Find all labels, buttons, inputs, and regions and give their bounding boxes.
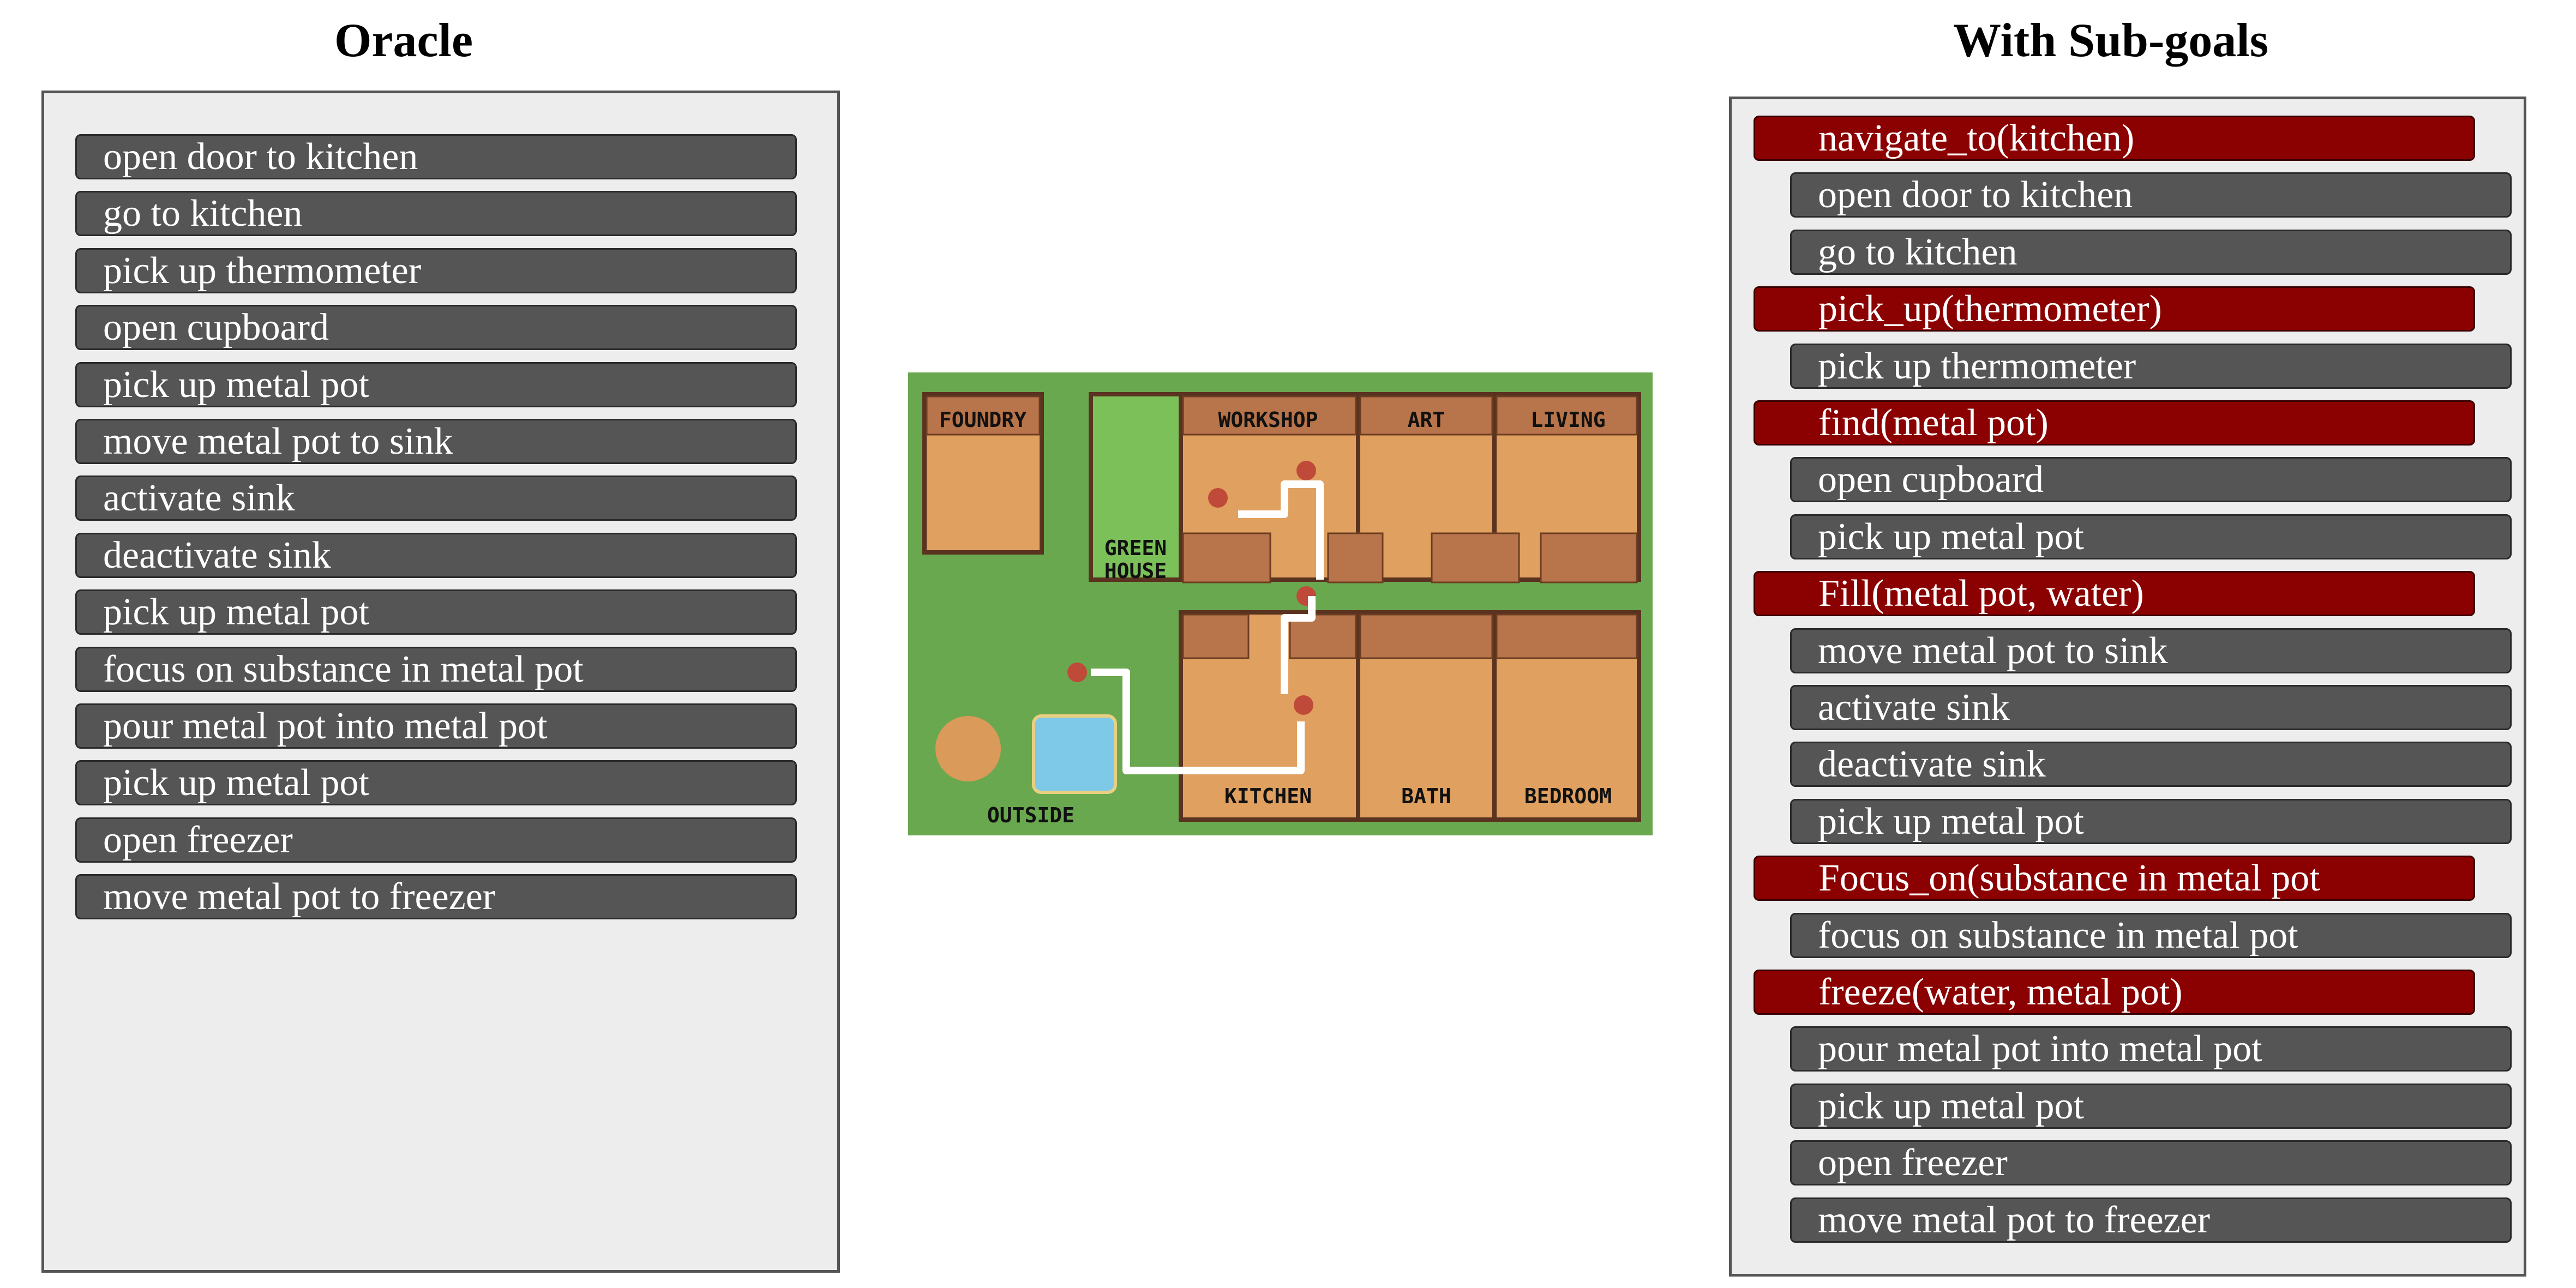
oracle-step: pick up metal pot	[75, 589, 797, 635]
oracle-title: Oracle	[334, 14, 473, 67]
wall-segment	[926, 395, 1041, 436]
greenhouse-room	[1089, 392, 1183, 582]
room-label-kitchen: KITCHEN	[1224, 784, 1312, 808]
room-label-workshop: WORKSHOP	[1218, 408, 1318, 432]
subgoal-step: find(metal pot)	[1754, 400, 2475, 446]
oracle-step: pick up thermometer	[75, 248, 797, 293]
oracle-step: open cupboard	[75, 305, 797, 351]
oracle-step: activate sink	[75, 476, 797, 521]
wall-segment	[1182, 613, 1250, 659]
room-label-bedroom: BEDROOM	[1524, 784, 1612, 808]
subgoal-step: freeze(water, metal pot)	[1754, 970, 2475, 1015]
subgoals-title: With Sub-goals	[1953, 14, 2268, 67]
room-label-art: ART	[1408, 408, 1445, 432]
outside-pond	[1032, 714, 1117, 794]
wall-segment	[1540, 532, 1638, 583]
action-step: pour metal pot into metal pot	[1790, 1026, 2512, 1072]
subgoal-step: navigate_to(kitchen)	[1754, 116, 2475, 161]
oracle-step: deactivate sink	[75, 532, 797, 578]
character-sprite	[1294, 695, 1313, 715]
oracle-step: pick up metal pot	[75, 760, 797, 806]
oracle-step: open freezer	[75, 817, 797, 863]
wall-segment	[1496, 395, 1638, 436]
room-label-outside: OUTSIDE	[987, 803, 1074, 827]
action-step: move metal pot to freezer	[1790, 1197, 2512, 1243]
wall-segment	[1289, 613, 1357, 659]
wall-segment	[1327, 532, 1384, 583]
wall-segment	[1182, 532, 1271, 583]
wall-segment	[1182, 395, 1357, 436]
action-step: focus on substance in metal pot	[1790, 912, 2512, 958]
action-step: go to kitchen	[1790, 229, 2512, 275]
oracle-step: open door to kitchen	[75, 134, 797, 179]
action-step: pick up thermometer	[1790, 343, 2512, 389]
action-step: open door to kitchen	[1790, 172, 2512, 218]
action-step: pick up metal pot	[1790, 514, 2512, 559]
wall-segment	[1359, 613, 1493, 659]
path-arrow	[1281, 596, 1316, 694]
room-label-foundry: FOUNDRY	[939, 408, 1026, 432]
action-step: move metal pot to sink	[1790, 628, 2512, 673]
room-label-living: LIVING	[1530, 408, 1605, 432]
action-step: open cupboard	[1790, 457, 2512, 503]
wall-segment	[1496, 613, 1638, 659]
room-label-bath: BATH	[1401, 784, 1451, 808]
path-arrow	[1238, 480, 1324, 580]
oracle-panel: open door to kitchen go to kitchen pick up…	[41, 91, 840, 1273]
wall-segment	[1431, 532, 1520, 583]
oracle-step: move metal pot to freezer	[75, 874, 797, 920]
character-sprite	[1067, 663, 1087, 682]
action-step: activate sink	[1790, 685, 2512, 730]
action-step: open freezer	[1790, 1140, 2512, 1186]
character-sprite	[1296, 461, 1316, 480]
outside-dirt-patch	[935, 716, 1001, 781]
oracle-step: pick up metal pot	[75, 362, 797, 407]
oracle-step: go to kitchen	[75, 191, 797, 237]
oracle-step: pour metal pot into metal pot	[75, 703, 797, 749]
action-step: deactivate sink	[1790, 742, 2512, 787]
subgoals-panel: navigate_to(kitchen)open door to kitchen…	[1729, 97, 2526, 1277]
wall-segment	[1359, 395, 1493, 436]
path-arrow	[1091, 669, 1305, 774]
oracle-step: move metal pot to sink	[75, 419, 797, 464]
subgoal-step: Focus_on(substance in metal pot	[1754, 856, 2475, 901]
subgoal-step: Fill(metal pot, water)	[1754, 571, 2475, 617]
subgoal-step: pick_up(thermometer)	[1754, 286, 2475, 332]
action-step: pick up metal pot	[1790, 798, 2512, 844]
character-sprite	[1208, 488, 1228, 508]
action-step: pick up metal pot	[1790, 1083, 2512, 1129]
oracle-step: focus on substance in metal pot	[75, 646, 797, 692]
